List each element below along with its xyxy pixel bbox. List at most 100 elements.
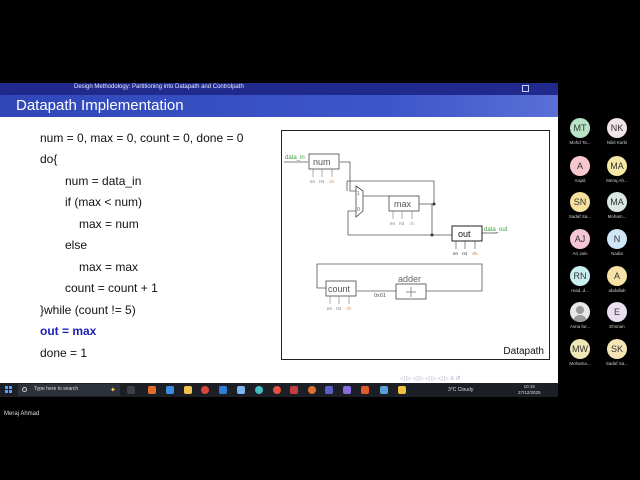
participant-tile[interactable]: N Nadia [600, 229, 634, 265]
max-rst-label: rst [399, 221, 405, 226]
out-rst-label: rst [462, 251, 468, 256]
datapath-svg: num data_in en rst clk 1 0 max en rst cl… [284, 153, 508, 311]
participant-name: Moham... [607, 214, 627, 219]
participant-avatar: NK [607, 118, 627, 138]
taskbar-time: 10:15 [523, 384, 535, 389]
data-out-label: data_out [484, 227, 508, 233]
count-register-label: count [328, 284, 351, 294]
participant-avatar: A [607, 266, 627, 286]
participant-avatar: E [607, 302, 627, 322]
participant-tile[interactable]: A abdullah [600, 266, 634, 302]
red-app-icon[interactable] [308, 386, 316, 394]
search-icon [22, 387, 27, 392]
yellow-app-icon[interactable] [398, 386, 406, 394]
fullscreen-icon[interactable] [522, 85, 529, 92]
participant-name: Asna fur... [569, 324, 591, 329]
participant-photo [570, 302, 590, 322]
participant-tile[interactable]: RN read..d... [563, 266, 597, 302]
windows-taskbar: Type here to search ✦ 3°C Cloudy 10:15 2… [0, 383, 558, 397]
blue-app-icon[interactable] [380, 386, 388, 394]
const-label: 0x01 [374, 293, 386, 299]
slide-area: Design Methodology: Partitioning into Da… [0, 83, 558, 383]
data-in-label: data_in [285, 155, 305, 161]
taskbar-date: 27/12/2025 [518, 390, 541, 395]
code-line: max = max [79, 260, 139, 274]
participant-avatar: MW [570, 339, 590, 359]
photos-app-icon[interactable] [237, 386, 245, 394]
count-en-label: en [327, 306, 333, 311]
num-register-label: num [313, 157, 331, 167]
code-line: count = count + 1 [65, 281, 158, 295]
taskbar-search-box[interactable]: Type here to search ✦ [18, 384, 120, 396]
code-line: else [65, 238, 88, 252]
participant-avatar: AJ [570, 229, 590, 249]
brave-browser-icon[interactable] [148, 386, 156, 394]
edge-browser-icon[interactable] [255, 386, 263, 394]
participant-tile[interactable]: A Anjali [563, 156, 597, 192]
code-line: done = 1 [40, 346, 88, 360]
out-en-label: en [453, 251, 459, 256]
participant-name: Nadia [611, 251, 623, 256]
participant-name: Mohd Ta... [569, 140, 591, 145]
task-view-icon[interactable] [127, 386, 135, 394]
code-line: num = data_in [65, 174, 142, 188]
mail-app-icon[interactable] [166, 386, 174, 394]
taskbar-clock[interactable]: 10:15 27/12/2025 [518, 384, 541, 396]
windows-start-icon[interactable] [5, 386, 13, 394]
participant-avatar: MA [607, 192, 627, 212]
file-explorer-icon[interactable] [184, 386, 192, 394]
adder-label: adder [398, 274, 421, 284]
copilot-sparkle-icon: ✦ [110, 387, 116, 394]
code-line: num = 0, max = 0, count = 0, done = 0 [40, 131, 244, 145]
slide-header-bar: Design Methodology: Partitioning into Da… [0, 83, 558, 95]
purple-app-icon[interactable] [343, 386, 351, 394]
presenter-name: Meraj Ahmad [4, 411, 40, 417]
participant-avatar: RN [570, 266, 590, 286]
participant-tile[interactable]: MA Moham... [600, 192, 634, 228]
participant-tile[interactable]: MA Meraj Ah... [600, 156, 634, 192]
datapath-label: Datapath [503, 346, 544, 357]
participant-avatar: SN [570, 192, 590, 212]
taskbar-search-placeholder: Type here to search [34, 386, 79, 392]
max-register-label: max [394, 199, 412, 209]
participant-name: Ari Jain [572, 251, 588, 256]
out-clk-label: clk [472, 251, 478, 256]
count-rst-label: rst [336, 306, 342, 311]
mux-shape [355, 185, 364, 218]
participant-avatar: MA [607, 156, 627, 176]
participant-tile[interactable]: NK Nikit Karki [600, 118, 634, 154]
participant-tile[interactable]: Asna fur... [563, 302, 597, 338]
num-clk-label: clk [329, 179, 335, 184]
participant-name: Sadaf Sa... [568, 214, 592, 219]
participant-name: read..d... [571, 288, 589, 293]
slide-navigation-controls[interactable]: ◁ ▷ ◁ ▷ ◁ ▷ ◁ ▷ ≡ ↺ [400, 376, 461, 382]
participant-tile[interactable]: AJ Ari Jain [563, 229, 597, 265]
num-rst-label: rst [319, 179, 325, 184]
slide-title-band: Datapath Implementation [0, 95, 558, 117]
participant-tile[interactable]: E Ehsnan [600, 302, 634, 338]
word-app-icon[interactable] [219, 386, 227, 394]
participant-tile[interactable]: MT Mohd Ta... [563, 118, 597, 154]
datapath-diagram: num data_in en rst clk 1 0 max en rst cl… [281, 130, 550, 360]
participant-tile[interactable]: MW Mohama... [563, 339, 597, 375]
chrome-icon[interactable] [201, 386, 209, 394]
max-clk-label: clk [409, 221, 415, 226]
code-line-highlighted: out = max [40, 324, 97, 338]
teams-icon[interactable] [325, 386, 333, 394]
participant-tile[interactable]: SN Sadaf Sa... [563, 192, 597, 228]
participant-avatar: SK [607, 339, 627, 359]
code-line: if (max < num) [65, 195, 143, 209]
mux-one-label: 1 [357, 191, 360, 197]
taskbar-weather[interactable]: 3°C Cloudy [448, 387, 474, 393]
acrobat-icon[interactable] [290, 386, 298, 394]
mux-zero-label: 0 [357, 207, 360, 213]
participant-avatar: A [570, 156, 590, 176]
code-line: max = num [79, 217, 139, 231]
participant-name: Sadaf Sa... [605, 361, 629, 366]
out-register-label: out [458, 229, 471, 239]
participant-tile[interactable]: SK Sadaf Sa... [600, 339, 634, 375]
participant-name: Anjali [574, 178, 586, 183]
firefox-icon[interactable] [273, 386, 281, 394]
slide-header-title: Design Methodology: Partitioning into Da… [74, 84, 244, 90]
powerpoint-icon[interactable] [361, 386, 369, 394]
